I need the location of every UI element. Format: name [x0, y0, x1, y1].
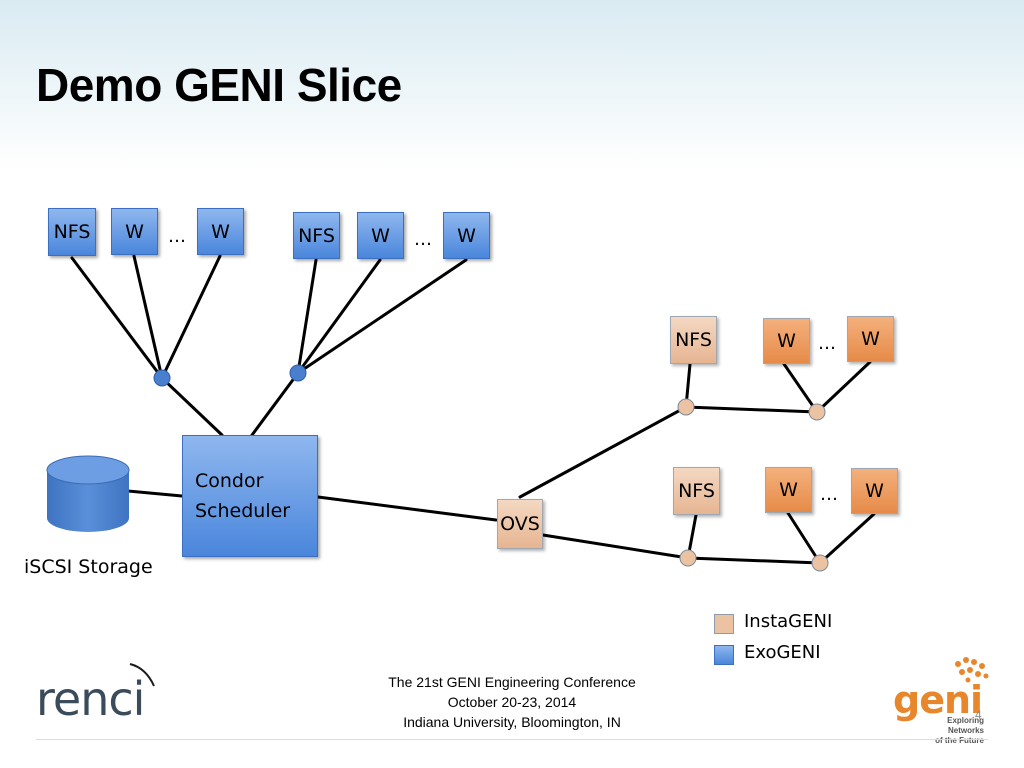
- link: [686, 556, 822, 565]
- renci-logo-swoosh-icon: [129, 663, 155, 687]
- junction-dot: [289, 364, 307, 382]
- link: [786, 511, 822, 565]
- storage-label: iSCSI Storage: [24, 556, 153, 578]
- cluster1-ellipsis: …: [168, 226, 186, 247]
- legend-swatch-exogeni: [714, 645, 734, 665]
- footer-line-2: October 20-23, 2014: [447, 694, 577, 710]
- junction-dot: [679, 549, 697, 567]
- link: [818, 512, 876, 565]
- legend-label-exogeni: ExoGENI: [744, 642, 821, 663]
- junction-dot: [808, 403, 826, 421]
- renci-logo: renci: [36, 672, 145, 726]
- link: [296, 258, 318, 375]
- link: [126, 489, 184, 498]
- cluster1-worker-node: W: [197, 208, 244, 255]
- geni-tagline-line-1: Exploring Networks: [947, 716, 984, 735]
- ovs-node: OVS: [497, 499, 543, 549]
- scheduler-label-line2: Scheduler: [195, 500, 291, 522]
- storage-cylinder-icon: [46, 455, 130, 532]
- conference-footer: The 21st GENI Engineering Conference Oct…: [330, 672, 694, 732]
- link: [70, 256, 164, 380]
- cluster2-nfs-node: NFS: [293, 212, 340, 259]
- cluster4-worker-node: W: [765, 467, 812, 513]
- footer-line-3: Indiana University, Bloomington, IN: [403, 714, 621, 730]
- footer-divider: [36, 739, 988, 740]
- link: [160, 254, 222, 380]
- legend-swatch-instageni: [714, 614, 734, 634]
- link: [160, 376, 224, 437]
- geni-logo-dots-icon: [955, 657, 989, 683]
- cluster2-ellipsis: …: [414, 229, 432, 250]
- cluster1-worker-node: W: [111, 208, 158, 255]
- link: [316, 495, 498, 522]
- scheduler-label-line1: Condor: [195, 470, 264, 492]
- page-number: 4: [975, 708, 982, 722]
- cluster4-nfs-node: NFS: [673, 467, 720, 515]
- cluster3-worker-node: W: [763, 318, 810, 364]
- cluster3-worker-node: W: [847, 316, 894, 362]
- link: [296, 258, 382, 375]
- condor-scheduler-node: Condor Scheduler: [182, 435, 318, 557]
- link: [250, 371, 300, 437]
- link: [815, 360, 872, 414]
- link: [518, 405, 688, 499]
- cluster3-ellipsis: …: [818, 333, 836, 354]
- cluster3-nfs-node: NFS: [670, 316, 717, 364]
- geni-tagline-line-2: of the Future: [935, 736, 984, 745]
- cluster2-worker-node: W: [357, 212, 404, 259]
- link: [782, 362, 819, 414]
- cluster1-nfs-node: NFS: [48, 208, 96, 256]
- link: [541, 533, 690, 560]
- cluster2-worker-node: W: [443, 212, 490, 259]
- footer-line-1: The 21st GENI Engineering Conference: [388, 674, 636, 690]
- link: [296, 258, 468, 375]
- cluster4-ellipsis: …: [820, 484, 838, 505]
- link: [132, 254, 164, 380]
- slide-title: Demo GENI Slice: [36, 59, 402, 111]
- geni-logo-tagline: Exploring Networks of the Future: [920, 716, 984, 746]
- link: [684, 405, 819, 414]
- junction-dot: [677, 398, 695, 416]
- junction-dot: [153, 369, 171, 387]
- geni-logo: geni: [893, 678, 983, 722]
- legend-label-instageni: InstaGENI: [744, 611, 833, 632]
- cluster4-worker-node: W: [851, 468, 898, 514]
- header-background: [0, 0, 1024, 170]
- junction-dot: [811, 554, 829, 572]
